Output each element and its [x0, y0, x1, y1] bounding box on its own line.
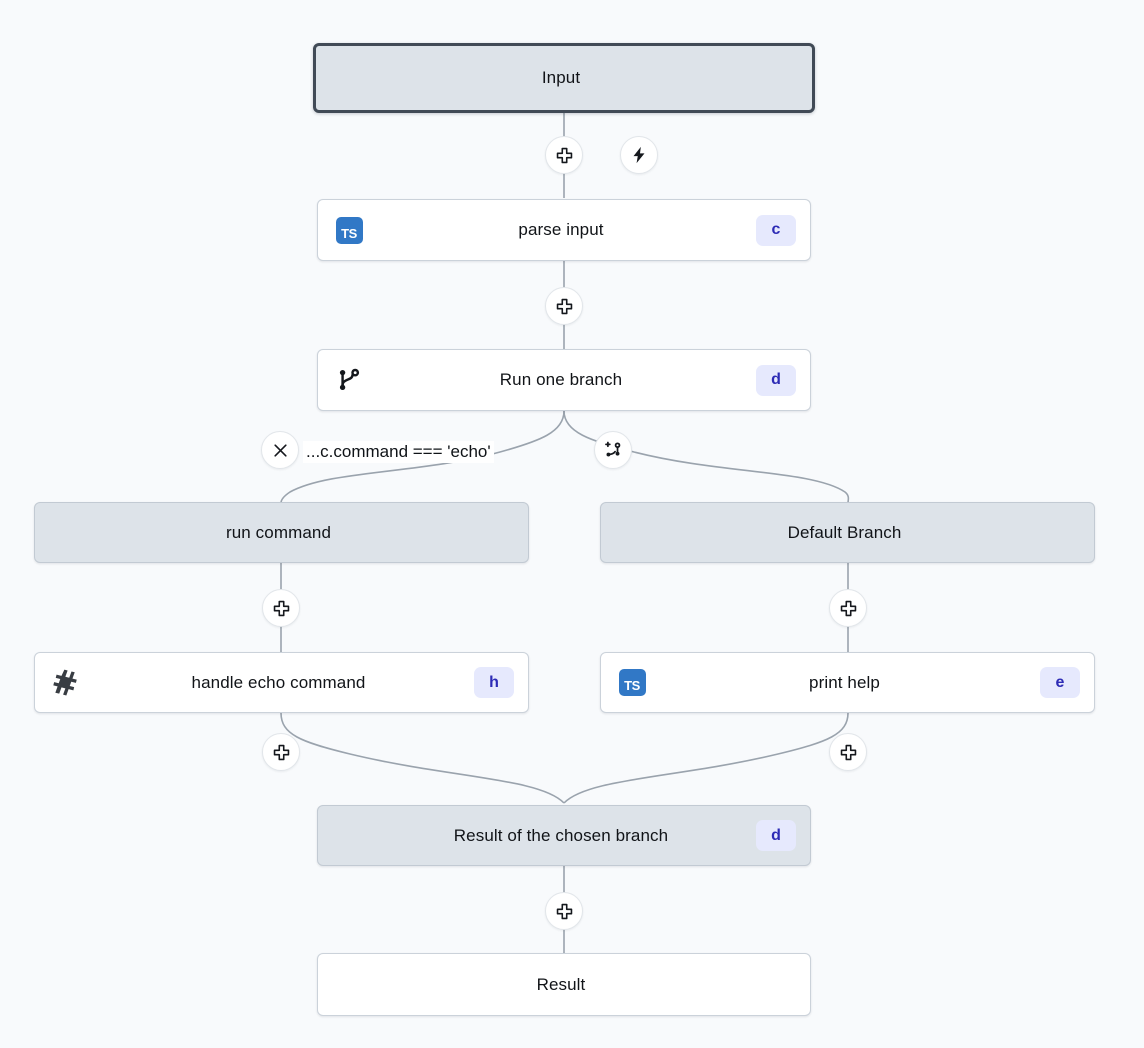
edge-handle-to-result: [280, 712, 565, 804]
node-default-branch[interactable]: Default Branch: [600, 502, 1095, 563]
node-branch-result-shortcut[interactable]: d: [756, 820, 796, 851]
result-badge-slot: [756, 969, 796, 1000]
node-input[interactable]: Input: [313, 43, 815, 113]
node-run-one-branch-shortcut[interactable]: d: [756, 364, 796, 396]
trigger-button[interactable]: [620, 136, 658, 174]
node-handle-echo-command[interactable]: handle echo command h: [34, 652, 529, 713]
node-run-command[interactable]: run command: [34, 502, 529, 563]
node-run-one-branch[interactable]: Run one branch d: [317, 349, 811, 411]
typescript-icon-wrap: TS: [615, 666, 649, 700]
input-badge-slot: [758, 63, 798, 94]
add-step-button-input[interactable]: [545, 136, 583, 174]
git-branch-plus-icon: [604, 441, 620, 456]
node-default-branch-label: Default Branch: [787, 522, 902, 542]
node-parse-input-label: parse input: [518, 220, 604, 239]
plus-icon: [273, 600, 289, 616]
plus-icon: [840, 744, 856, 760]
add-step-button-parse[interactable]: [545, 287, 583, 325]
typescript-icon: TS: [618, 669, 646, 696]
add-step-button-branch-result[interactable]: [545, 892, 583, 930]
add-step-button-handle-echo[interactable]: [262, 733, 300, 771]
plus-icon: [556, 298, 572, 314]
plus-icon: [556, 903, 572, 919]
plus-icon: [273, 744, 289, 760]
result-icon-slot: [332, 968, 366, 1002]
git-branch-icon: [339, 368, 360, 391]
input-icon-slot: [330, 61, 364, 95]
node-print-help-label: print help: [809, 672, 880, 692]
delete-branch-button[interactable]: [261, 431, 299, 469]
branch-condition-label[interactable]: ...c.command === 'echo': [303, 441, 494, 463]
node-result-label: Result: [536, 974, 586, 994]
node-handle-echo-command-label: handle echo command: [191, 672, 366, 692]
plus-icon: [556, 147, 572, 163]
bash-icon: [53, 669, 77, 695]
typescript-icon: TS: [335, 216, 363, 244]
node-run-command-label: run command: [225, 522, 332, 542]
node-handle-echo-command-shortcut[interactable]: h: [474, 667, 514, 698]
close-icon: [273, 443, 287, 457]
edge-printhelp-to-result: [563, 712, 849, 804]
lightning-bolt-icon: [633, 146, 645, 164]
git-branch-icon-wrap: [332, 363, 366, 397]
plus-icon: [840, 600, 856, 616]
branch-result-icon-slot: [332, 819, 366, 853]
add-step-button-default-branch[interactable]: [829, 589, 867, 627]
node-parse-input-shortcut[interactable]: c: [756, 214, 796, 246]
node-result[interactable]: Result: [317, 953, 811, 1016]
default-branch-icon-slot: [615, 516, 649, 550]
default-branch-badge-slot: [1040, 517, 1080, 548]
node-run-one-branch-label: Run one branch: [499, 370, 623, 389]
add-branch-button[interactable]: [594, 431, 632, 469]
node-print-help-shortcut[interactable]: e: [1040, 667, 1080, 698]
bash-icon-wrap: [49, 666, 83, 700]
node-branch-result[interactable]: Result of the chosen branch d: [317, 805, 811, 866]
run-command-badge-slot: [474, 517, 514, 548]
node-parse-input[interactable]: TS parse input c: [317, 199, 811, 261]
node-branch-result-label: Result of the chosen branch: [453, 825, 669, 845]
run-command-icon-slot: [49, 516, 83, 550]
add-step-button-run-command[interactable]: [262, 589, 300, 627]
typescript-icon-wrap: TS: [332, 213, 366, 247]
node-input-label: Input: [541, 68, 581, 87]
node-print-help[interactable]: TS print help e: [600, 652, 1095, 713]
add-step-button-print-help[interactable]: [829, 733, 867, 771]
